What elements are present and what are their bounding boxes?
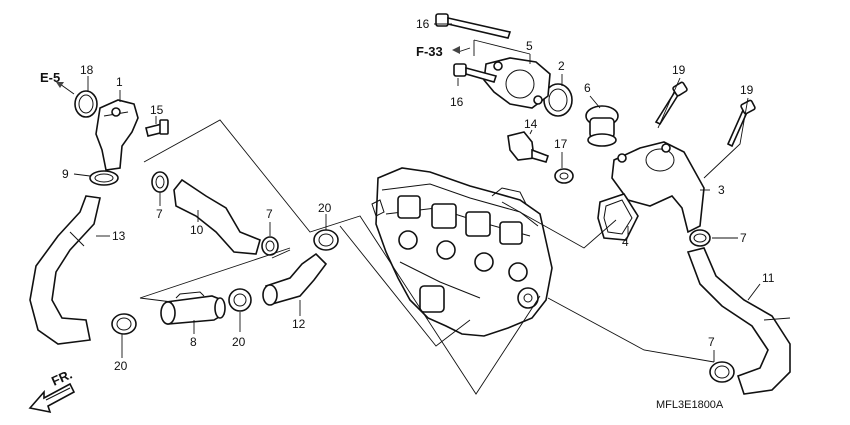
callout-20-center: 20: [318, 201, 332, 215]
callout-4: 4: [622, 235, 629, 249]
leader-lines: [73, 23, 761, 395]
callout-1: 1: [116, 75, 123, 89]
bolt: [435, 13, 512, 39]
ref-label-e5: E-5: [40, 70, 60, 85]
bolt: [726, 99, 756, 148]
temperature-sensor: [507, 131, 550, 163]
cylinder-head: [371, 167, 553, 337]
sealing-washer: [554, 168, 574, 184]
callout-7-right: 7: [740, 231, 747, 245]
callout-11: 11: [762, 271, 775, 285]
callout-19-left: 19: [672, 63, 686, 77]
hose-clamp: [709, 361, 735, 383]
ref-arrow-f33: [452, 46, 471, 54]
callout-7-upper-left: 7: [156, 207, 163, 221]
callout-16-upper: 16: [416, 17, 430, 31]
thermostat-cover: [483, 57, 551, 109]
water-pipe-joint: [95, 99, 139, 171]
ref-label-f33: F-33: [416, 44, 443, 59]
thermostat: [585, 105, 619, 147]
callout-19-right: 19: [740, 83, 754, 97]
bolt: [145, 119, 169, 137]
callout-17: 17: [554, 137, 568, 151]
hose-clamp: [111, 313, 137, 335]
water-hose: [173, 178, 261, 255]
front-direction-arrow-icon: [28, 382, 76, 414]
bolt: [453, 63, 498, 83]
callout-20-mid: 20: [232, 335, 246, 349]
hose-clamp: [228, 288, 252, 312]
ref-arrow-e5: [56, 82, 75, 95]
thermostat-housing: [611, 141, 705, 234]
callout-13: 13: [112, 229, 126, 243]
hose-clamp: [261, 236, 279, 256]
callout-3: 3: [718, 183, 725, 197]
callout-2: 2: [558, 59, 565, 73]
callout-9: 9: [62, 167, 69, 181]
callout-20-left: 20: [114, 359, 128, 373]
hose-clamp: [151, 171, 169, 193]
callout-12: 12: [292, 317, 306, 331]
callout-8: 8: [190, 335, 197, 349]
callout-5: 5: [526, 39, 533, 53]
hose-clamp: [313, 229, 339, 251]
callout-14: 14: [524, 117, 538, 131]
callout-18: 18: [80, 63, 94, 77]
bolt: [654, 81, 688, 126]
hose-clamp: [89, 170, 119, 186]
water-hose: [29, 195, 101, 345]
diagram-code: MFL3E1800A: [656, 399, 724, 411]
seal-ring: [543, 83, 573, 117]
callout-6: 6: [584, 81, 591, 95]
callout-16-lower: 16: [450, 95, 464, 109]
water-hose: [686, 247, 791, 395]
water-pipe: [160, 291, 226, 325]
callout-10: 10: [190, 223, 204, 237]
callout-7-mid: 7: [266, 207, 273, 221]
callout-15: 15: [150, 103, 164, 117]
o-ring: [74, 90, 98, 118]
water-hose: [264, 252, 328, 305]
callout-7-lower-right: 7: [708, 335, 715, 349]
hose-clamp: [689, 229, 711, 247]
